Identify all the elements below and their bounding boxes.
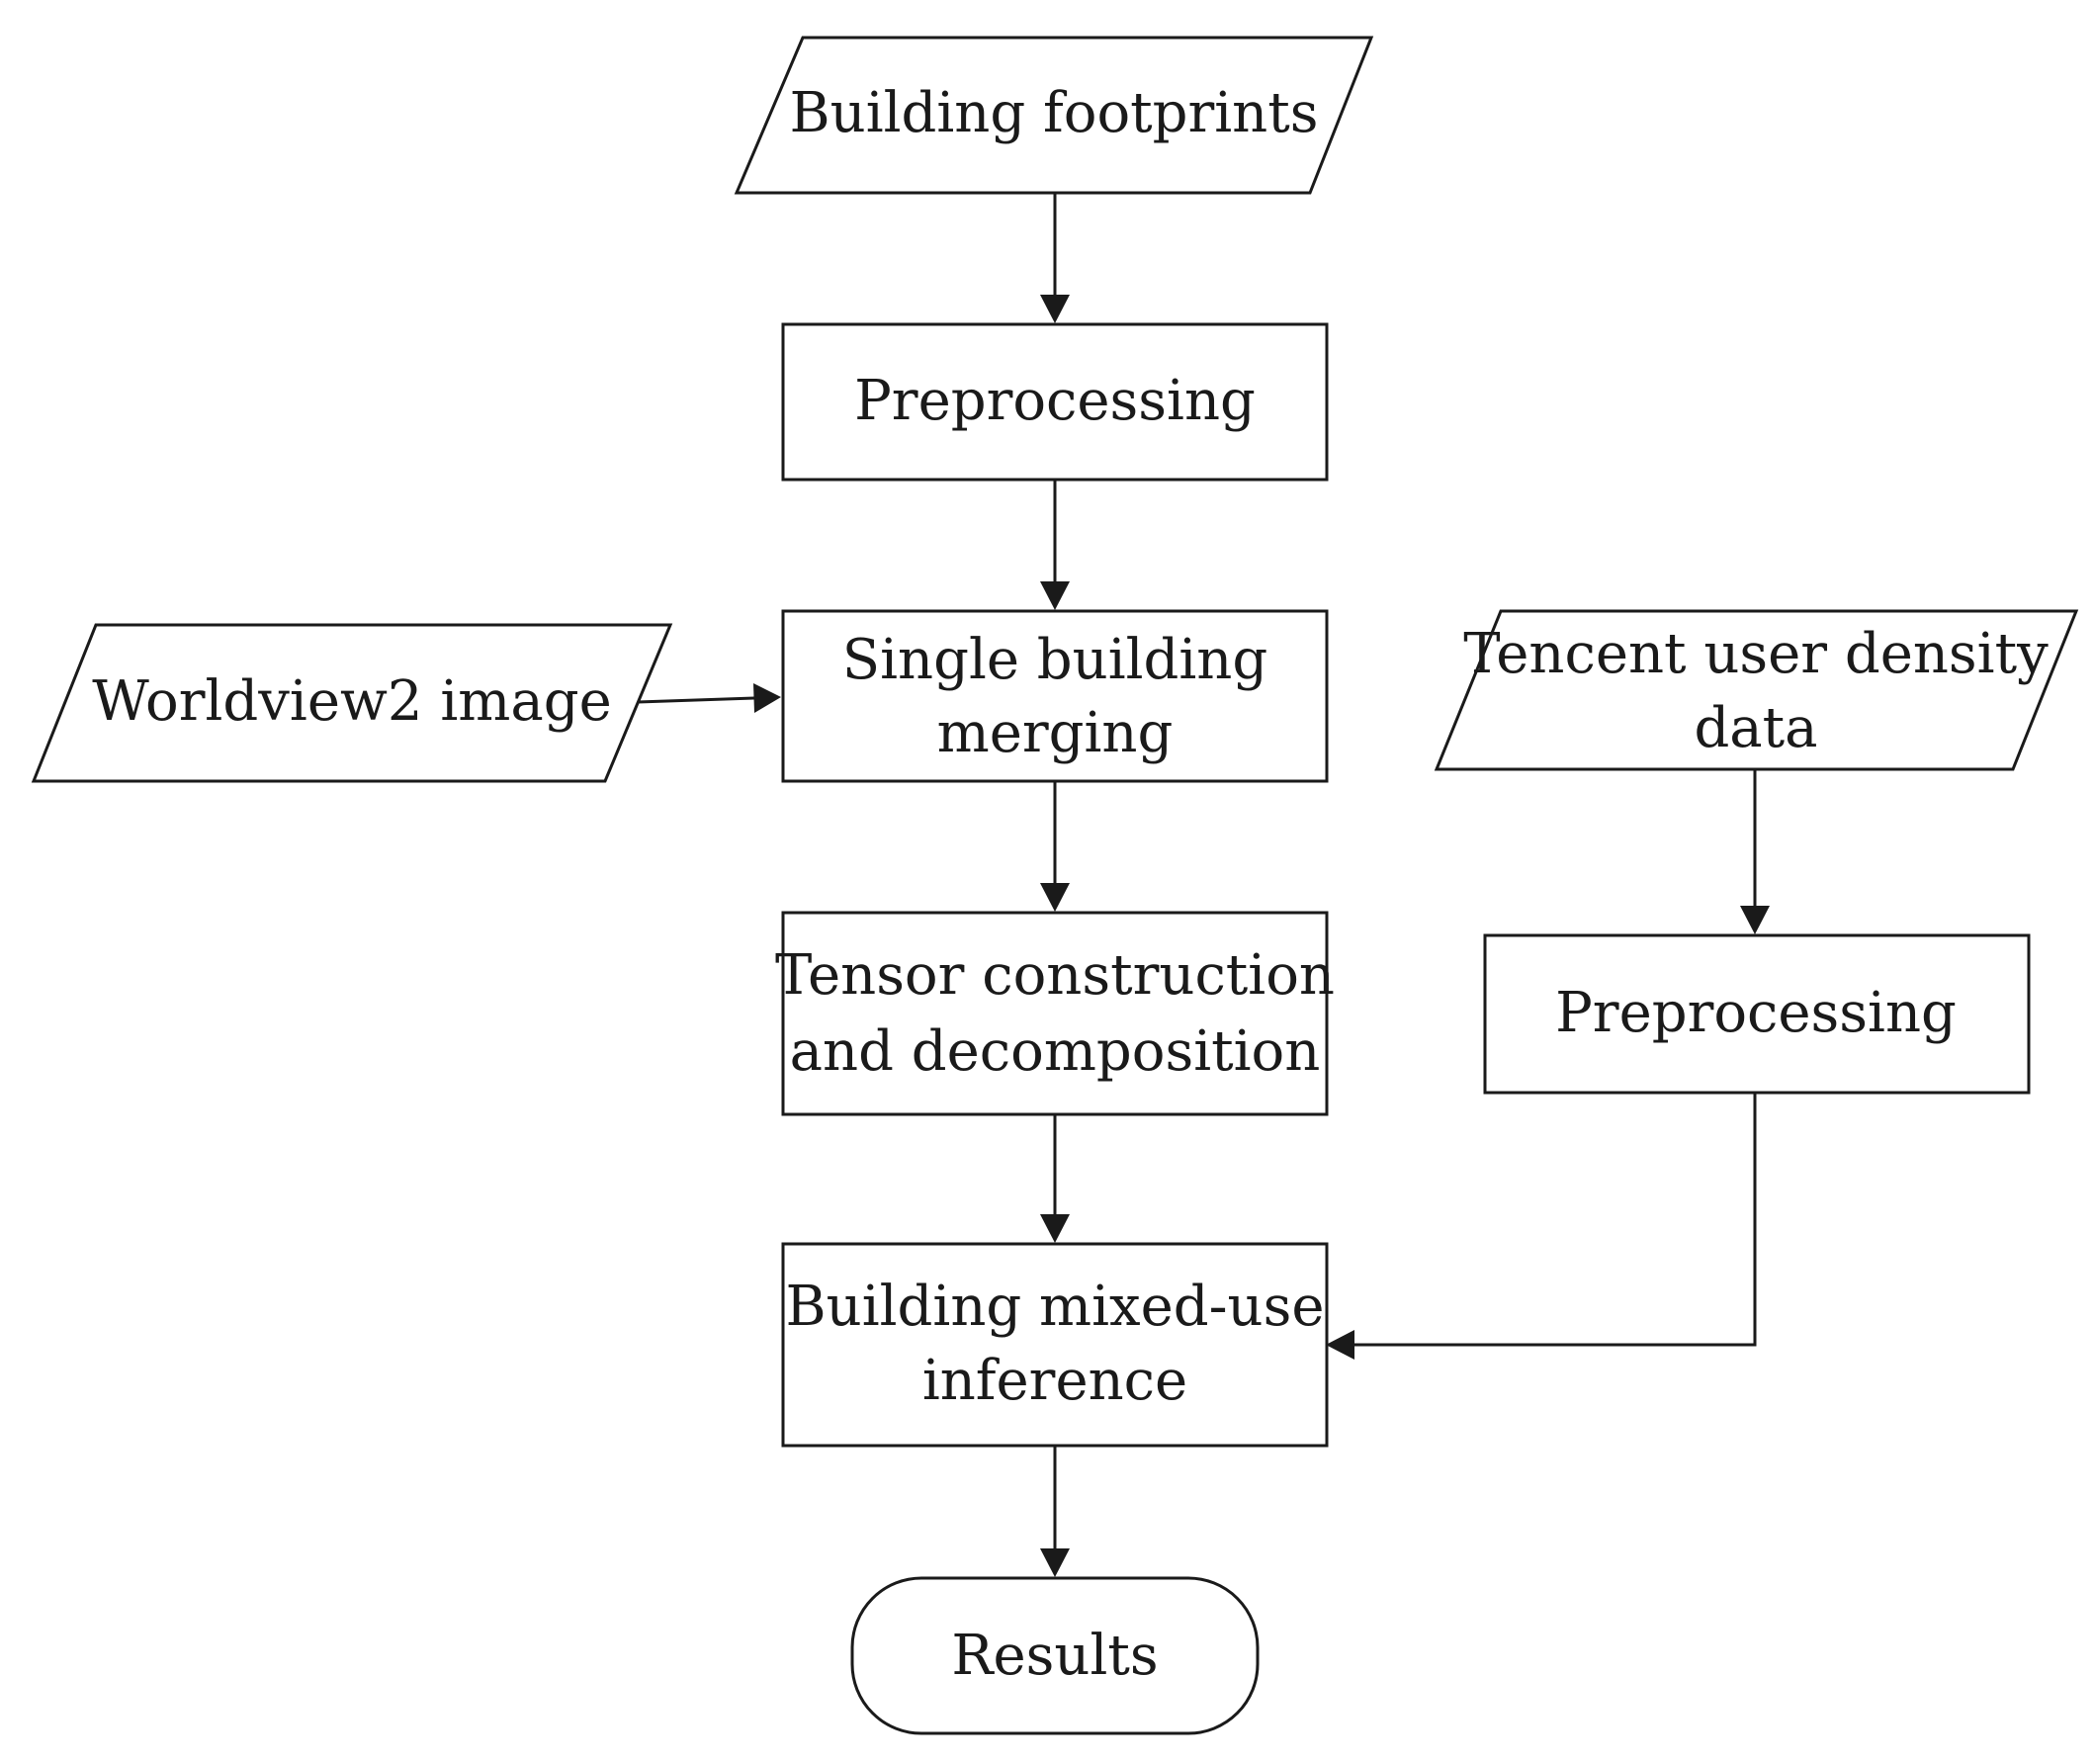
- tensor-construction-label-line2: and decomposition: [790, 1019, 1321, 1084]
- building-footprints-label: Building footprints: [789, 81, 1318, 145]
- node-results: Results: [850, 1576, 1260, 1735]
- parallelogram-shape: [31, 623, 673, 783]
- node-preprocessing-tencent: Preprocessing: [1483, 933, 2031, 1095]
- results-label: Results: [951, 1624, 1158, 1688]
- edge-preprocessing-to-merging: [1040, 480, 1070, 610]
- tensor-construction-label-line1: Tensor construction: [775, 943, 1335, 1008]
- mixed-use-inference-label-line1: Building mixed-use: [786, 1275, 1325, 1339]
- edges: [637, 193, 1770, 1577]
- edge-merging-to-tensor: [1040, 781, 1070, 912]
- parallelogram-shape: [734, 36, 1374, 195]
- edge-tencent-to-preprocessing: [1740, 769, 1770, 934]
- edge-worldview-to-merging: [637, 683, 781, 713]
- parallelogram-shape: [1434, 609, 2079, 771]
- rectangle-shape: [781, 322, 1329, 482]
- node-tensor-construction: Tensor construction and decomposition: [775, 911, 1335, 1116]
- node-worldview2-image: Worldview2 image: [31, 623, 673, 783]
- node-building-footprints: Building footprints: [734, 36, 1374, 195]
- edge-preprocessing-right-to-inference: [1326, 1093, 1757, 1360]
- single-building-merging-label-line2: merging: [937, 701, 1174, 765]
- edge-tensor-to-inference: [1040, 1114, 1070, 1243]
- node-single-building-merging: Single building merging: [781, 609, 1329, 783]
- rectangle-shape: [781, 1242, 1329, 1448]
- rectangle-shape: [781, 609, 1329, 783]
- worldview2-image-label: Worldview2 image: [92, 669, 611, 734]
- single-building-merging-label-line1: Single building: [842, 628, 1267, 692]
- node-preprocessing-main: Preprocessing: [781, 322, 1329, 482]
- terminal-shape: [850, 1576, 1260, 1735]
- preprocessing-main-label: Preprocessing: [854, 369, 1256, 433]
- edge-footprints-to-preprocessing: [1040, 193, 1070, 323]
- rectangle-shape: [781, 911, 1329, 1116]
- mixed-use-inference-label-line2: inference: [922, 1349, 1187, 1413]
- tencent-data-label-line1: Tencent user density: [1463, 622, 2049, 686]
- preprocessing-tencent-label: Preprocessing: [1555, 981, 1957, 1045]
- node-tencent-data: Tencent user density data: [1434, 609, 2079, 771]
- edge-inference-to-results: [1040, 1446, 1070, 1577]
- tencent-data-label-line2: data: [1694, 696, 1817, 760]
- node-mixed-use-inference: Building mixed-use inference: [781, 1242, 1329, 1448]
- rectangle-shape: [1483, 933, 2031, 1095]
